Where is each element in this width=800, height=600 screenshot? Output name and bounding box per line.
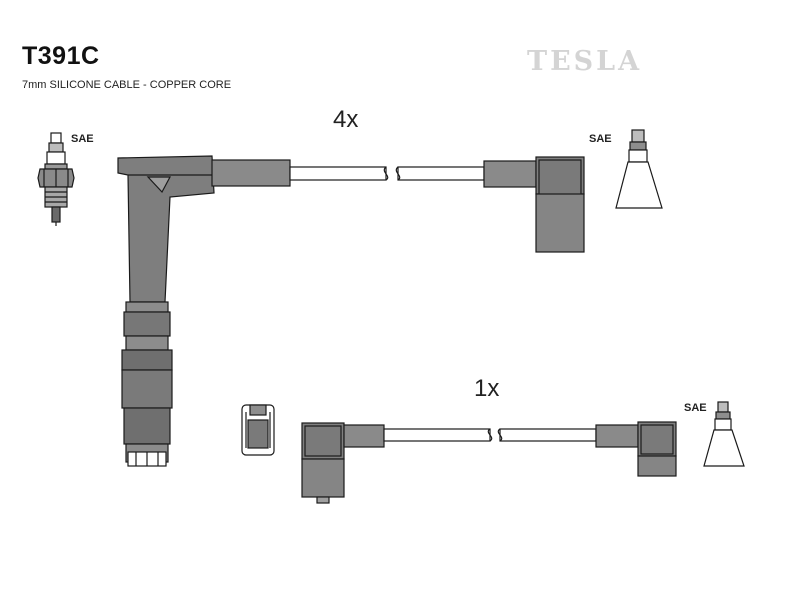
plug-boot-left-short-lead <box>301 422 385 504</box>
cable-long-lead <box>289 166 485 181</box>
plug-boot-right-short-lead <box>595 421 677 477</box>
coil-connector-icon-bottom-right <box>703 401 745 467</box>
sae-label-top-right: SAE <box>589 133 612 145</box>
sae-label-spark-plug: SAE <box>71 133 94 145</box>
brand-logo: TESLA <box>527 46 643 77</box>
coil-boot-long-lead <box>117 155 215 467</box>
sae-label-bottom-right: SAE <box>684 402 707 414</box>
cable-description: 7mm SILICONE CABLE - COPPER CORE <box>22 79 232 91</box>
coil-connector-icon-top-right <box>615 129 663 209</box>
part-number-title: T391C <box>22 42 100 70</box>
spark-plug-icon <box>37 132 75 226</box>
quantity-long-leads: 4x <box>333 106 359 133</box>
plug-cover-clip-icon <box>241 404 275 456</box>
plug-boot-right-long-lead <box>483 156 585 253</box>
boot-tail-long-lead <box>211 159 291 187</box>
cable-short-lead <box>383 428 597 442</box>
quantity-short-lead: 1x <box>474 375 500 402</box>
